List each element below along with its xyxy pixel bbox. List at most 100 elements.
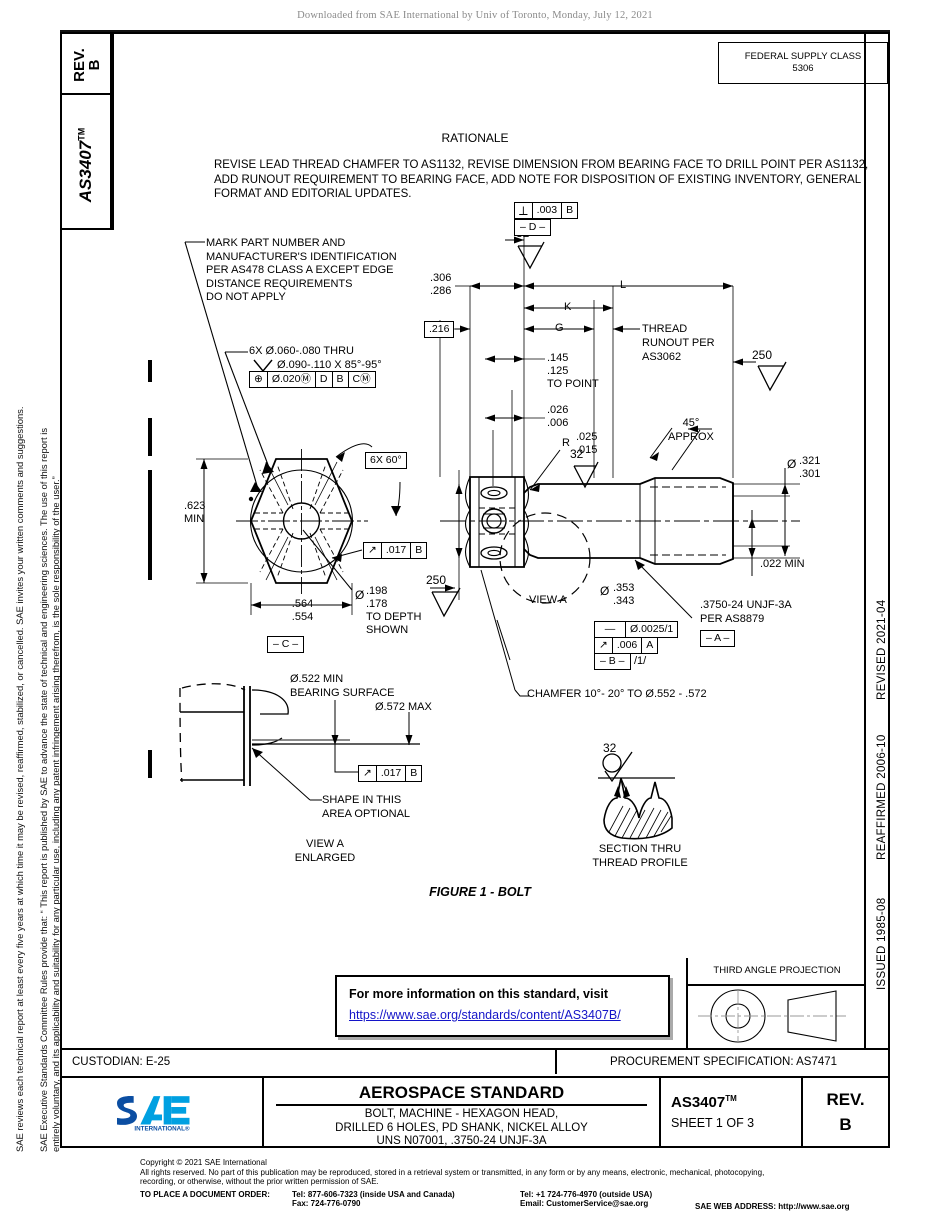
part-description: BOLT, MACHINE - HEXAGON HEAD, DRILLED 6 … xyxy=(335,1108,588,1147)
section-thru-thread-label: SECTION THRU THREAD PROFILE xyxy=(592,843,688,869)
dim-564-554: .564 .554 xyxy=(291,598,314,623)
footer-order-label: TO PLACE A DOCUMENT ORDER: xyxy=(140,1189,270,1199)
fcf-datum-runout-head: B xyxy=(415,544,423,556)
dim-623-min: .623 MIN xyxy=(184,500,206,525)
custodian-label: CUSTODIAN: E-25 xyxy=(72,1056,171,1068)
bearing-surface-min-note: Ø.522 MIN BEARING SURFACE xyxy=(290,673,395,699)
more-info-box: For more information on this standard, v… xyxy=(335,975,670,1037)
datum-c-label: – C – xyxy=(267,636,305,653)
mark-part-number-note: MARK PART NUMBER AND MANUFACTURER'S IDEN… xyxy=(206,237,397,303)
fcf-tolerance-runout-head: .017 xyxy=(382,543,412,558)
surface-finish-symbol-32-top xyxy=(517,241,545,270)
datum-a-label: – A – xyxy=(700,630,736,647)
fcf-tolerance-runout-viewa: .017 xyxy=(377,766,407,781)
third-angle-separator xyxy=(688,984,866,986)
title-divider xyxy=(276,1104,647,1106)
third-angle-projection-box: THIRD ANGLE PROJECTION xyxy=(686,958,866,1050)
surface-finish-value-right: 250 xyxy=(752,348,773,362)
rationale-title: RATIONALE xyxy=(441,131,509,145)
doc-number-tab-box: AS3407TM xyxy=(60,95,112,230)
surface-finish-value-left: 250 xyxy=(426,573,447,587)
footer: Copyright © 2021 SAE International All r… xyxy=(140,1158,940,1214)
dim-letter-K: K xyxy=(564,301,572,313)
dia-symbol-353: Ø xyxy=(600,584,610,598)
fcf-datum-d: D xyxy=(316,372,333,387)
fcf-tolerance-runout-a: .006 xyxy=(613,638,643,653)
download-watermark-note: Downloaded from SAE International by Uni… xyxy=(297,10,653,21)
fcf-datum-runout-a: A xyxy=(646,639,654,651)
fcf-tolerance-perp: .003 xyxy=(533,203,563,218)
rev-cell: REV. B xyxy=(801,1078,888,1146)
federal-supply-class-box: FEDERAL SUPPLY CLASS 5306 xyxy=(718,42,888,84)
surface-finish-symbol-250-right xyxy=(757,361,787,392)
margin-tick-2 xyxy=(148,418,152,456)
doc-number-value: AS3407TM xyxy=(671,1094,737,1111)
dim-321-301: .321 .301 xyxy=(799,455,821,480)
surface-finish-symbol-32-thread xyxy=(602,751,633,783)
dim-letter-G: G xyxy=(555,322,564,334)
title-cell: AEROSPACE STANDARD BOLT, MACHINE - HEXAG… xyxy=(264,1078,659,1147)
footer-web-address: SAE WEB ADDRESS: http://www.sae.org xyxy=(695,1201,850,1211)
rev-label-title: REV. xyxy=(826,1090,865,1109)
view-a-enlarged-label: VIEW A ENLARGED xyxy=(294,838,356,864)
svg-text:INTERNATIONAL®: INTERNATIONAL® xyxy=(134,1125,190,1132)
surface-finish-value-shank: 32 xyxy=(570,447,584,461)
margin-tick-4 xyxy=(148,750,152,778)
fcf-symbol-perpendicularity: ⟂ xyxy=(515,203,533,218)
fcf-datum-c: CⓂ xyxy=(352,373,371,385)
fcf-symbol-runout-head: ↗ xyxy=(364,543,382,558)
dia-symbol-321: Ø xyxy=(787,457,797,471)
footer-rights-1: All rights reserved. No part of this pub… xyxy=(140,1167,765,1177)
thread-spec-note: .3750-24 UNJF-3A PER AS8879 xyxy=(700,599,792,625)
sheet-number: SHEET 1 OF 3 xyxy=(671,1116,755,1130)
drawing-frame xyxy=(60,32,890,1050)
fsc-label: FEDERAL SUPPLY CLASS xyxy=(744,51,862,62)
fcf-tolerance-position: Ø.020Ⓜ xyxy=(268,372,316,387)
footer-order-row: TO PLACE A DOCUMENT ORDER: Tel: 877-606-… xyxy=(140,1190,940,1214)
footer-rights-2: recording, or otherwise, without the pri… xyxy=(140,1177,379,1187)
fcf-datum-runout-viewa: B xyxy=(410,767,418,779)
dim-026-006: .026 .006 xyxy=(547,404,569,429)
margin-tick-3 xyxy=(148,470,152,580)
dim-216-boxed: .216 xyxy=(424,321,455,338)
margin-tick-1 xyxy=(148,360,152,382)
dim-353-343: .353 .343 xyxy=(613,582,635,607)
rev-tab-box: REV.B xyxy=(60,32,112,95)
hole-note-line1: 6X Ø.060-.080 THRU xyxy=(249,345,354,357)
surface-finish-symbol-250-left xyxy=(431,587,461,618)
datum-b-label: – B – xyxy=(594,653,631,670)
fcf-runout-head: ↗ .017 B xyxy=(363,542,428,559)
fcf-datum-perp-b: B xyxy=(566,204,574,216)
third-angle-projection-icon xyxy=(698,989,846,1043)
sae-logo-icon: INTERNATIONAL® xyxy=(117,1096,190,1132)
fcf-position-holes: ⊕ Ø.020Ⓜ D B CⓂ xyxy=(249,371,376,388)
trademark-icon-title: TM xyxy=(725,1094,737,1103)
dim-198-178: .198 .178 xyxy=(366,585,388,610)
footer-email: Email: CustomerService@sae.org xyxy=(520,1199,649,1209)
footer-tel-inside: Tel: 877-606-7323 (inside USA and Canada… xyxy=(292,1189,455,1199)
footer-fax: Fax: 724-776-0790 xyxy=(292,1199,361,1209)
title-block: INTERNATIONAL® AEROSPACE STANDARD BOLT, … xyxy=(60,1078,890,1148)
dim-145-125: .145 .125 xyxy=(547,352,569,377)
fcf-runout-a: ↗ .006 A xyxy=(594,637,659,654)
approx-45-note: 45° APPROX xyxy=(668,417,714,443)
to-depth-shown-note: TO DEPTH SHOWN xyxy=(366,611,422,636)
standard-url-link[interactable]: https://www.sae.org/standards/content/AS… xyxy=(349,1008,621,1022)
dia-symbol-198: Ø xyxy=(355,588,365,602)
tab-divider-rule xyxy=(112,32,114,230)
footer-contacts-2: Tel: +1 724-776-4970 (outside USA) Email… xyxy=(520,1190,652,1209)
sae-logo-cell: INTERNATIONAL® xyxy=(62,1078,264,1146)
thread-runout-note: THREAD RUNOUT PER AS3062 xyxy=(642,323,715,363)
fcf-straightness: — Ø.0025/1 xyxy=(594,621,679,638)
footer-tel-outside: Tel: +1 724-776-4970 (outside USA) xyxy=(520,1189,653,1199)
doc-number-text: AS3407 xyxy=(671,1094,726,1111)
bearing-surface-max-note: Ø.572 MAX xyxy=(375,701,432,713)
view-a-label: VIEW A xyxy=(529,594,567,606)
surface-finish-symbol-32-shank xyxy=(573,461,599,489)
shape-optional-note: SHAPE IN THIS AREA OPTIONAL xyxy=(322,794,411,820)
dim-306-286: .306 .286 xyxy=(430,272,452,297)
standard-type-label: AEROSPACE STANDARD xyxy=(358,1083,565,1102)
rev-value-title: B xyxy=(839,1115,852,1134)
procurement-spec-label: PROCUREMENT SPECIFICATION: AS7471 xyxy=(609,1056,838,1068)
